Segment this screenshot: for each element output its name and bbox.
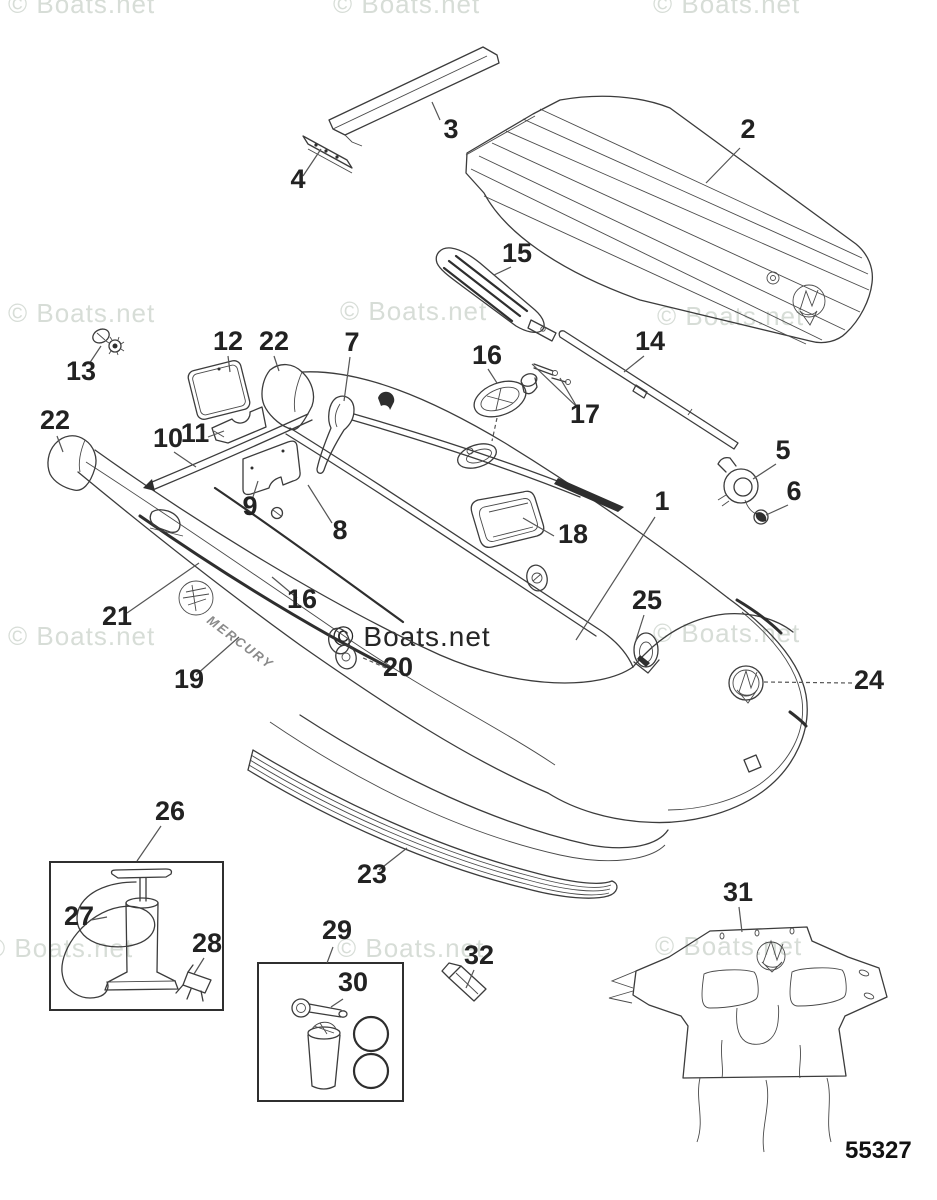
tube-mercury-logo-icon xyxy=(178,580,214,616)
pump-adapter xyxy=(175,964,212,1002)
part-label-32: 32 xyxy=(464,940,494,970)
part-label-27: 27 xyxy=(64,901,94,931)
lifting-ring xyxy=(633,632,660,674)
part-label-1: 1 xyxy=(654,486,669,516)
part-label-5: 5 xyxy=(775,435,790,465)
part-label-24: 24 xyxy=(854,665,884,695)
air-valve xyxy=(717,456,759,507)
part-label-4: 4 xyxy=(290,164,305,194)
part-label-25: 25 xyxy=(632,585,662,615)
watermark-text: © Boats.net xyxy=(8,0,155,19)
part-label-28: 28 xyxy=(192,928,222,958)
floor-patch xyxy=(242,440,301,496)
watermark-text: © Boats.net xyxy=(653,0,800,19)
mercury-brand-text: MERCURY xyxy=(204,612,277,672)
watermark-text: © Boats.net xyxy=(653,618,800,648)
valve-cap-parts xyxy=(92,328,125,356)
part-label-11: 11 xyxy=(181,418,210,448)
tube-end-cone-right xyxy=(261,363,315,431)
callout-labels: 1 2 3 4 5 6 7 8 9 10 11 12 13 14 15 16 1… xyxy=(40,114,884,997)
wood-seat xyxy=(328,46,500,147)
floor-screw xyxy=(270,506,284,520)
carry-handle xyxy=(470,490,545,548)
part-label-22-b: 22 xyxy=(40,405,70,435)
oar-shaft xyxy=(558,330,739,450)
transom-mercury-logo-icon xyxy=(756,939,786,973)
repair-patch xyxy=(187,360,251,420)
floor-valve xyxy=(526,564,548,592)
glue-brush xyxy=(291,998,348,1018)
cone-hinge xyxy=(316,395,355,474)
mercury-logo-icon xyxy=(792,284,826,326)
leader-lines xyxy=(56,101,853,1008)
watermark-text: © Boats.net xyxy=(8,298,155,328)
center-watermark-text: © Boats.net xyxy=(333,621,491,652)
repair-kit-box xyxy=(257,962,404,1102)
part-label-14: 14 xyxy=(635,326,665,356)
bow-mercury-logo-icon xyxy=(728,665,764,704)
tube-end-cone-left xyxy=(47,435,97,491)
watermark-text: © Boats.net xyxy=(655,931,802,961)
seat-bracket xyxy=(211,406,267,444)
oar-blade xyxy=(435,247,557,342)
air-pump xyxy=(104,868,179,991)
oarlock-pad xyxy=(473,380,527,442)
part-label-15: 15 xyxy=(502,238,532,268)
part-label-18: 18 xyxy=(558,519,588,549)
transom xyxy=(608,926,888,1153)
part-label-13: 13 xyxy=(66,356,96,386)
part-label-7: 7 xyxy=(344,327,359,357)
o-ring xyxy=(352,1015,390,1090)
floor-panel xyxy=(465,95,874,345)
watermark-text: © Boats.net xyxy=(657,301,804,331)
oarlock-pins xyxy=(520,363,571,395)
part-label-2: 2 xyxy=(740,114,755,144)
part-label-26: 26 xyxy=(155,796,185,826)
part-label-12: 12 xyxy=(213,326,243,356)
part-label-30: 30 xyxy=(338,967,368,997)
part-label-16: 16 xyxy=(472,340,502,370)
watermark-text: © Boats.net xyxy=(337,933,484,963)
part-label-9: 9 xyxy=(242,491,257,521)
watermark-text: © Boats.net xyxy=(0,933,133,963)
drawing-number: 55327 xyxy=(845,1137,912,1164)
bow-grab-handle xyxy=(149,509,184,537)
part-label-23: 23 xyxy=(357,859,387,889)
pump-kit-box xyxy=(49,861,224,1011)
valve-cap xyxy=(744,499,769,525)
part-label-8: 8 xyxy=(332,515,347,545)
part-label-16-b: 16 xyxy=(287,584,317,614)
part-label-6: 6 xyxy=(786,476,801,506)
watermark-text: © Boats.net xyxy=(340,296,487,326)
part-label-3: 3 xyxy=(443,114,458,144)
seat-mount-strip xyxy=(302,135,353,174)
part-label-21: 21 xyxy=(102,601,132,631)
glue-can xyxy=(307,1021,341,1090)
watermark-layer: © Boats.net © Boats.net © Boats.net © Bo… xyxy=(0,0,804,963)
keel-guard xyxy=(247,749,618,899)
oarlock-socket xyxy=(457,443,497,469)
part-label-31: 31 xyxy=(723,877,753,907)
tube-valve xyxy=(328,627,357,670)
part-label-20: 20 xyxy=(383,652,413,682)
part-label-19: 19 xyxy=(174,664,204,694)
part-label-17: 17 xyxy=(570,399,600,429)
pump-hose xyxy=(61,881,156,999)
part-label-29: 29 xyxy=(322,915,352,945)
watermark-text: © Boats.net xyxy=(8,621,155,651)
watermark-text: © Boats.net xyxy=(333,0,480,19)
part-label-10: 10 xyxy=(153,423,183,453)
glue-tube xyxy=(441,962,487,1002)
part-label-22: 22 xyxy=(259,326,289,356)
